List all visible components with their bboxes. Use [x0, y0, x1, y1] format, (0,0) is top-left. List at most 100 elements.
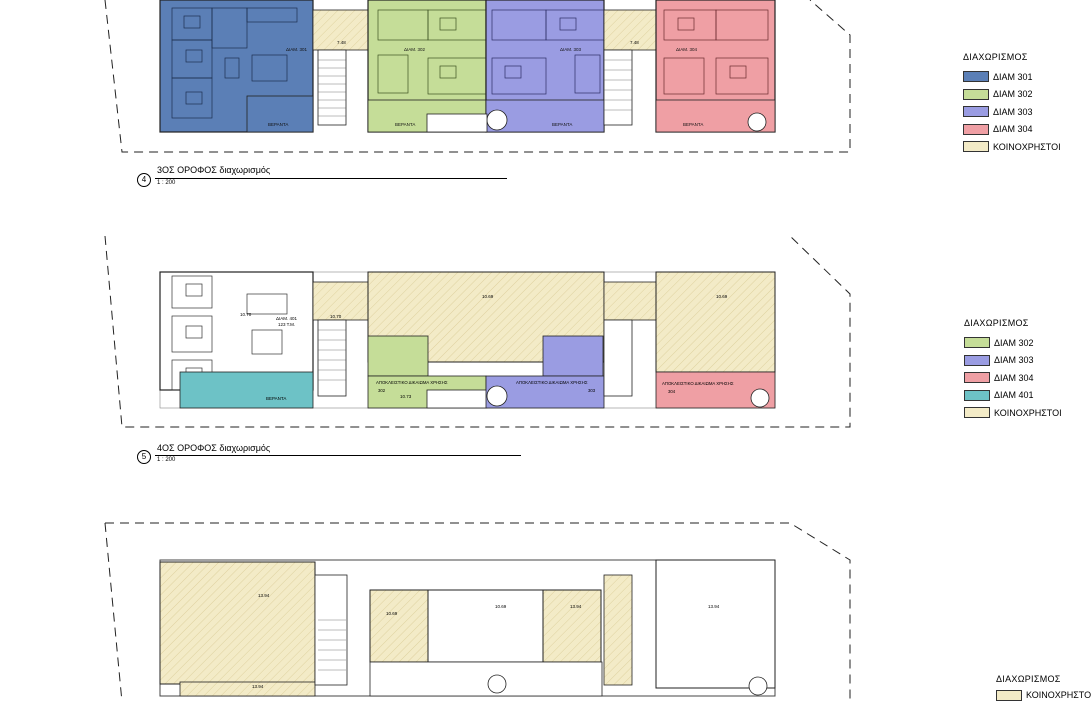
legend-third-floor: ΔΙΑΧΩΡΙΣΜΟΣ ΔΙΑΜ 301 ΔΙΑΜ 302 ΔΙΑΜ 303 Δ…: [963, 52, 1061, 156]
plan-title-block-4: 4 3ΟΣ ΟΡΟΦΟΣ διαχωρισμός 1 : 200: [135, 163, 515, 193]
excl-use-302-num: 302: [378, 388, 386, 393]
roof-common-left: [159, 561, 316, 685]
level-mark: 13.94: [258, 593, 270, 598]
level-mark: 10.69: [716, 294, 728, 299]
apt-401-veranda: [179, 371, 314, 409]
title-underline: [155, 455, 521, 456]
level-mark: 10.73: [400, 394, 412, 399]
apt-302-room: [367, 335, 429, 377]
site-boundary: [104, 235, 851, 428]
level-mark: 13.94: [252, 684, 264, 689]
legend-label: ΔΙΑΜ 302: [994, 337, 1034, 348]
spiral-stair-icon: [486, 109, 508, 131]
plan-title: 4ΟΣ ΟΡΟΦΟΣ διαχωρισμός: [157, 443, 271, 453]
excl-use-302: ΑΠΟΚΛΕΙΣΤΙΚΟ ΔΙΚΑΙΩΜΑ ΧΡΗΣΗΣ: [376, 380, 448, 385]
legend-item: ΚΟΙΝΟΧΡΗΣΤΟΙ: [963, 138, 1061, 156]
legend-swatch: [964, 354, 990, 366]
plan-title-block-5: 5 4ΟΣ ΟΡΟΦΟΣ διαχωρισμός 1 : 200: [135, 442, 527, 472]
legend-label: ΚΟΙΝΟΧΡΗΣΤΟΙ: [1026, 690, 1091, 700]
common-core-1: [312, 9, 369, 51]
level-mark: 10.70: [330, 314, 342, 319]
spiral-stair-icon: [487, 674, 507, 694]
legend-swatch: [964, 389, 990, 401]
roof-common-left-strip: [179, 681, 316, 697]
roof-terrace-railing: [369, 661, 603, 697]
legend-title: ΔΙΑΧΩΡΙΣΜΟΣ: [963, 52, 1028, 62]
excl-use-303: ΑΠΟΚΛΕΙΣΤΙΚΟ ΔΙΚΑΙΩΜΑ ΧΡΗΣΗΣ: [516, 380, 588, 385]
plan-third-floor: ΔΙΑΜ. 301 ΒΕΡΑΝΤΑ 7.48 ΔΙΑΜ. 302 ΒΕΡΑΝΤΑ: [104, 0, 851, 153]
legend-label: ΚΟΙΝΟΧΡΗΣΤΟΙ: [994, 407, 1062, 418]
apt-401-area: [159, 271, 314, 391]
level-mark: 13.94: [570, 604, 582, 609]
legend-label: ΚΟΙΝΟΧΡΗΣΤΟΙ: [993, 141, 1061, 152]
legend-item: ΚΟΙΝΟΧΡΗΣΤΟΙ: [964, 404, 1062, 422]
plan-number: 5: [137, 450, 151, 464]
legend-swatch: [964, 337, 990, 349]
spiral-stair-icon: [747, 112, 767, 132]
apt-301-label: ΔΙΑΜ. 301: [286, 47, 308, 52]
legend-item: ΔΙΑΜ 304: [963, 121, 1061, 139]
apt-401-veranda-label: ΒΕΡΑΝΤΑ: [266, 396, 286, 401]
apt-304-veranda-label: ΒΕΡΑΝΤΑ: [683, 122, 703, 127]
apt-303-room: [542, 335, 604, 377]
apt-301-veranda-label: ΒΕΡΑΝΤΑ: [268, 122, 288, 127]
plan-title: 3ΟΣ ΟΡΟΦΟΣ διαχωρισμός: [157, 165, 271, 175]
legend-swatch: [963, 106, 989, 118]
legend-swatch: [996, 689, 1022, 701]
roof-open-area: [427, 589, 544, 663]
legend-label: ΔΙΑΜ 303: [993, 106, 1033, 117]
plan-fourth-floor: ΔΙΑΜ. 401 123 Τ.Μ. 10.70 ΒΕΡΑΝΤΑ 10.70 1…: [104, 235, 851, 428]
legend-label: ΔΙΑΜ 304: [994, 372, 1034, 383]
legend-swatch: [963, 123, 989, 135]
roof-common-mid-right: [542, 589, 602, 663]
apt-303-label: ΔΙΑΜ. 303: [560, 47, 582, 52]
legend-fourth-floor: ΔΙΑΧΩΡΙΣΜΟΣ ΔΙΑΜ 302 ΔΙΑΜ 303 ΔΙΑΜ 304 Δ…: [964, 318, 1062, 422]
stair-level-2: 7.48: [630, 40, 639, 45]
roof-common-mid-left: [369, 589, 429, 663]
roof-open-right: [655, 559, 776, 689]
stair-level-1: 7.48: [337, 40, 346, 45]
legend-label: ΔΙΑΜ 301: [993, 71, 1033, 82]
legend-item: ΔΙΑΜ 401: [964, 387, 1062, 405]
roof-stair-2: [603, 574, 633, 686]
terrace-railing: [426, 389, 488, 409]
excl-use-304: ΑΠΟΚΛΕΙΣΤΙΚΟ ΔΙΚΑΙΩΜΑ ΧΡΗΣΗΣ: [662, 381, 734, 386]
legend-item: ΔΙΑΜ 301: [963, 68, 1061, 86]
legend-label: ΔΙΑΜ 304: [993, 124, 1033, 135]
legend-item: ΔΙΑΜ 302: [963, 86, 1061, 104]
legend-item: ΔΙΑΜ 302: [964, 334, 1062, 352]
legend-item: ΚΟΙΝΟΧΡΗΣΤΟΙ: [996, 689, 1091, 701]
spiral-stair-icon: [750, 388, 770, 408]
apt-401-label: ΔΙΑΜ. 401: [276, 316, 298, 321]
site-boundary: [104, 522, 123, 702]
level-mark: 10.69: [386, 611, 398, 616]
legend-swatch: [964, 372, 990, 384]
common-core-1: [312, 281, 369, 321]
common-stair-1: [317, 319, 347, 397]
legend-label: ΔΙΑΜ 401: [994, 390, 1034, 401]
apt-401-area-label: 123 Τ.Μ.: [278, 322, 295, 327]
legend-title: ΔΙΑΧΩΡΙΣΜΟΣ: [996, 674, 1061, 684]
plan-scale: 1 : 200: [157, 457, 176, 463]
legend-item: ΔΙΑΜ 304: [964, 369, 1062, 387]
legend-label: ΔΙΑΜ 302: [993, 89, 1033, 100]
level-mark: 10.70: [240, 312, 252, 317]
legend-label: ΔΙΑΜ 303: [994, 355, 1034, 366]
apt-303-veranda-label: ΒΕΡΑΝΤΑ: [552, 122, 572, 127]
legend-swatch: [963, 71, 989, 83]
level-mark: 10.69: [482, 294, 494, 299]
common-terrace-right: [655, 271, 776, 373]
plan-number: 4: [137, 173, 151, 187]
site-boundary: [105, 522, 851, 702]
plan-scale: 1 : 200: [157, 180, 176, 186]
legend-swatch: [963, 88, 989, 100]
legend-title: ΔΙΑΧΩΡΙΣΜΟΣ: [964, 318, 1029, 328]
legend-roof: ΔΙΑΧΩΡΙΣΜΟΣ ΚΟΙΝΟΧΡΗΣΤΟΙ: [996, 674, 1091, 701]
apt-302-veranda-label: ΒΕΡΑΝΤΑ: [395, 122, 415, 127]
legend-swatch: [964, 407, 990, 419]
spiral-stair-icon: [748, 676, 768, 696]
common-stair-2: [603, 49, 633, 126]
common-core-2: [603, 281, 657, 321]
legend-item: ΔΙΑΜ 303: [963, 103, 1061, 121]
excl-use-304-num: 304: [668, 389, 676, 394]
